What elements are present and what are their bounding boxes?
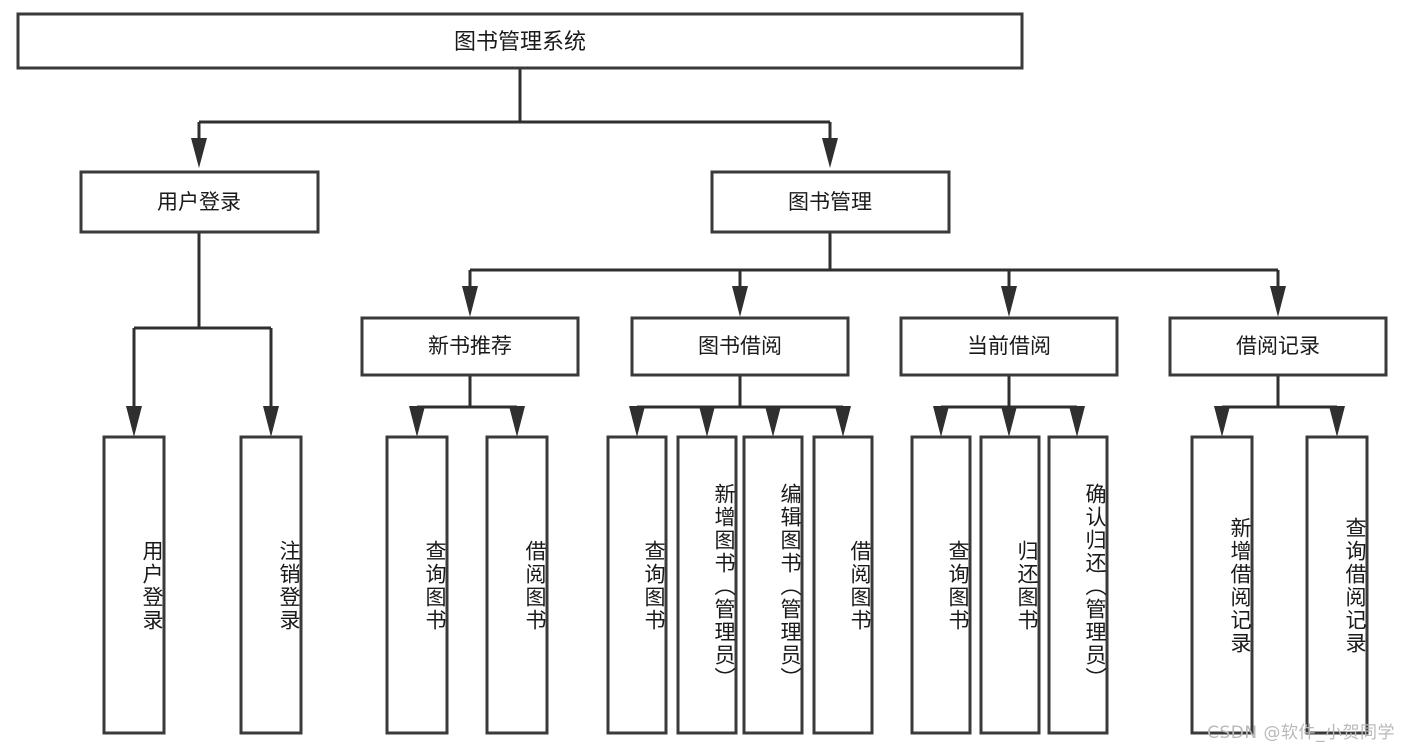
arrowhead-user-login bbox=[191, 138, 207, 168]
arrowhead-br-1 bbox=[1214, 406, 1230, 437]
node-book-borrow-label: 图书借阅 bbox=[698, 334, 782, 358]
arrowhead-cb-3 bbox=[1069, 406, 1085, 437]
arrowhead-bb-2 bbox=[699, 406, 715, 437]
connector-group-borrowrecords-to-leaves bbox=[1214, 375, 1345, 437]
leaf-box-logout[interactable] bbox=[239, 435, 303, 735]
arrowhead-cb-1 bbox=[933, 406, 949, 437]
node-new-book-label: 新书推荐 bbox=[428, 334, 512, 358]
arrowhead-bb-4 bbox=[835, 406, 851, 437]
leaf-box-nb-borrow[interactable] bbox=[485, 435, 549, 735]
leaf-box-nb-search[interactable] bbox=[385, 435, 449, 735]
connector-group-bookmanage-to-level3 bbox=[462, 232, 1286, 317]
connector-group-currentborrow-to-leaves bbox=[933, 375, 1085, 437]
leaf-box-br-search[interactable] bbox=[1305, 435, 1369, 735]
arrowhead-current-borrow bbox=[1001, 286, 1017, 317]
leaf-box-br-add[interactable] bbox=[1190, 435, 1254, 735]
node-borrow-records-box[interactable] bbox=[1168, 316, 1388, 377]
node-new-book-box[interactable] bbox=[360, 316, 580, 377]
arrowhead-nb-1 bbox=[409, 406, 425, 437]
leaf-box-cb-return[interactable] bbox=[979, 435, 1041, 735]
connector-group-newbook-to-leaves bbox=[409, 375, 525, 437]
node-current-borrow-box[interactable] bbox=[899, 316, 1119, 377]
leaf-box-cb-search[interactable] bbox=[910, 435, 972, 735]
connector-group-userlogin-to-leaves bbox=[126, 232, 279, 437]
node-book-manage-box[interactable] bbox=[710, 170, 951, 234]
connector-group-root-to-level2 bbox=[191, 68, 838, 168]
arrowhead-book-borrow bbox=[732, 286, 748, 317]
arrowhead-cb-2 bbox=[1001, 406, 1017, 437]
node-root-box[interactable] bbox=[16, 12, 1024, 70]
connector-group-bookborrow-to-leaves bbox=[629, 375, 851, 437]
node-book-borrow-box[interactable] bbox=[630, 316, 850, 377]
arrowhead-nb-2 bbox=[509, 406, 525, 437]
leaf-box-user-login[interactable] bbox=[102, 435, 166, 735]
arrowhead-borrow-records bbox=[1270, 286, 1286, 317]
arrowhead-bb-3 bbox=[765, 406, 781, 437]
node-user-login-label: 用户登录 bbox=[157, 190, 241, 214]
node-root-label: 图书管理系统 bbox=[454, 30, 586, 55]
arrowhead-new-book bbox=[462, 286, 478, 317]
node-user-login-box[interactable] bbox=[79, 170, 320, 234]
arrowhead-bb-1 bbox=[629, 406, 645, 437]
leaf-box-cb-confirm[interactable] bbox=[1047, 435, 1109, 735]
arrowhead-leaf-user-login bbox=[126, 406, 142, 437]
leaf-box-bb-search[interactable] bbox=[606, 435, 668, 735]
arrowhead-leaf-logout bbox=[263, 406, 279, 437]
leaf-box-bb-edit[interactable] bbox=[742, 435, 804, 735]
node-book-manage-label: 图书管理 bbox=[788, 190, 872, 214]
arrowhead-br-2 bbox=[1329, 406, 1345, 437]
leaf-box-bb-borrow[interactable] bbox=[812, 435, 874, 735]
leaf-box-bb-add[interactable] bbox=[676, 435, 738, 735]
node-current-borrow-label: 当前借阅 bbox=[967, 334, 1051, 358]
arrowhead-book-manage bbox=[822, 138, 838, 168]
node-borrow-records-label: 借阅记录 bbox=[1236, 334, 1320, 358]
